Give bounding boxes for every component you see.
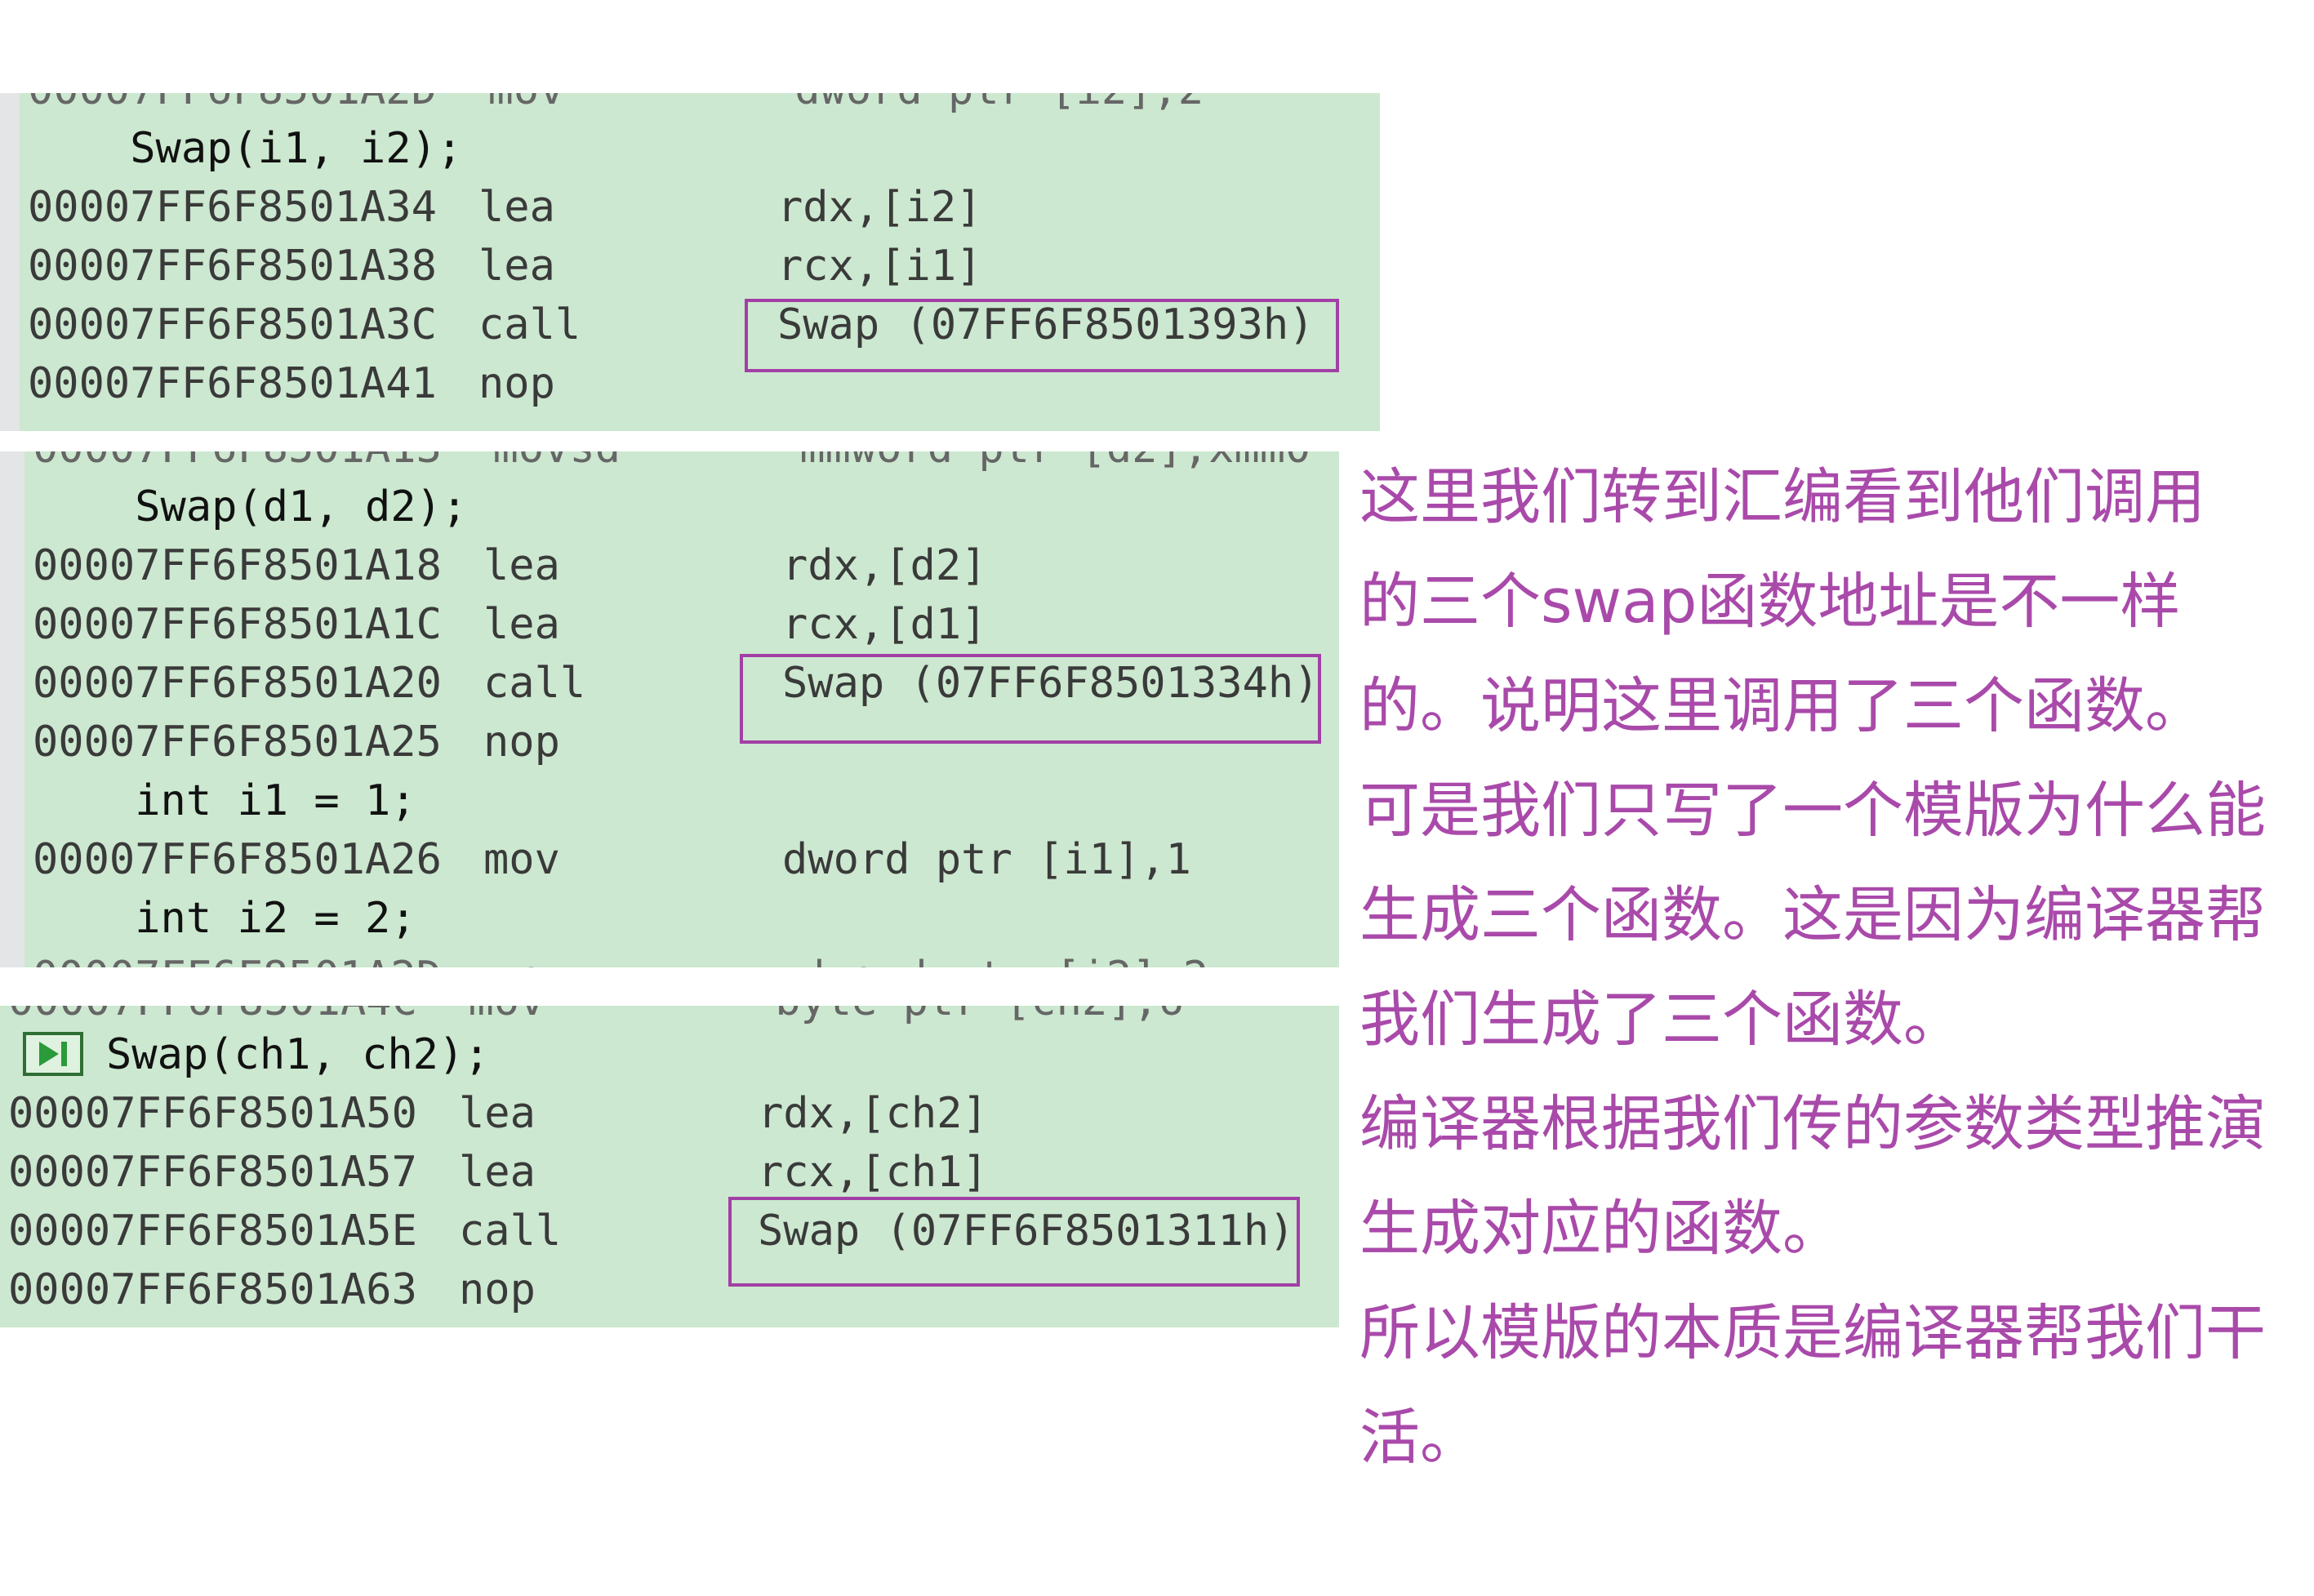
step-over-current-line-icon[interactable]: [23, 1032, 83, 1076]
address: 00007FF6F8501A38: [28, 242, 437, 291]
mnemonic: lea: [459, 1089, 536, 1138]
operand: rcx,[i1]: [777, 242, 982, 291]
mnemonic: nop: [483, 718, 560, 767]
disasm-row[interactable]: 00007FF6F8501A38 lea rcx,[i1]: [28, 237, 1334, 296]
mnemonic: call: [483, 659, 586, 708]
note-line: 编译器根据我们传的参数类型推演: [1359, 1089, 2266, 1159]
note-line: 这里我们转到汇编看到他们调用: [1359, 462, 2205, 532]
call-target-highlight-box: [740, 654, 1321, 744]
editor-gutter: [0, 451, 24, 967]
address: 00007FF6F8501A63: [8, 1265, 417, 1314]
operand: dword ptr [i1],1: [782, 835, 1191, 884]
source-line: Swap(ch1, ch2);: [106, 1030, 490, 1079]
partial-disasm-line: 00007FF6F8501A2D mov dword ptr [i2],2: [28, 93, 1204, 119]
note-line: 可是我们只写了一个模版为什么能: [1359, 776, 2266, 846]
explanation-note: 这里我们转到汇编看到他们调用 的三个swap函数地址是不一样 的。说明这里调用了…: [1359, 445, 2307, 1490]
mnemonic: lea: [483, 541, 560, 590]
disasm-row[interactable]: 00007FF6F8501A25 nop: [33, 713, 1323, 771]
partial-disasm-line: 00007FF6F8501A13 movsd mmword ptr [d2],x…: [33, 451, 1311, 478]
note-line: 生成三个函数。这是因为编译器帮: [1359, 880, 2266, 950]
address: 00007FF6F8501A50: [8, 1089, 417, 1138]
address: 00007FF6F8501A18: [33, 541, 442, 590]
address: 00007FF6F8501A25: [33, 718, 442, 767]
call-target: Swap (07FF6F8501393h): [777, 300, 1315, 349]
call-target: Swap (07FF6F8501311h): [758, 1207, 1295, 1256]
note-line: 所以模版的本质是编译器帮我们干: [1359, 1298, 2266, 1368]
note-line: 的。说明这里调用了三个函数。: [1359, 671, 2205, 741]
address: 00007FF6F8501A1C: [33, 600, 442, 649]
disasm-row[interactable]: 00007FF6F8501A34 lea rdx,[i2]: [28, 178, 1334, 237]
note-line: 活。: [1359, 1403, 1480, 1473]
mnemonic: nop: [478, 359, 555, 408]
partial-disasm-line: 00007FF6F8501A2D mov dword ptr [i2],2: [33, 948, 1208, 967]
mnemonic: mov: [483, 835, 560, 884]
mnemonic: call: [478, 300, 581, 349]
source-line: int i1 = 1;: [33, 776, 416, 825]
source-line: Swap(i1, i2);: [28, 124, 463, 173]
editor-gutter: [0, 93, 20, 431]
call-target-highlight-box: [745, 299, 1339, 372]
mnemonic: lea: [483, 600, 560, 649]
disasm-row[interactable]: 00007FF6F8501A57 lea rcx,[ch1]: [8, 1143, 1315, 1202]
address: 00007FF6F8501A5E: [8, 1207, 417, 1256]
operand: rcx,[ch1]: [758, 1148, 988, 1197]
address: 00007FF6F8501A3C: [28, 300, 437, 349]
operand: rdx,[ch2]: [758, 1089, 988, 1138]
disasm-row[interactable]: 00007FF6F8501A3C call Swap (07FF6F850139…: [28, 296, 1334, 354]
disasm-row[interactable]: 00007FF6F8501A41 nop: [28, 354, 1334, 413]
address: 00007FF6F8501A41: [28, 359, 437, 408]
source-line: Swap(d1, d2);: [33, 482, 468, 531]
disasm-row[interactable]: 00007FF6F8501A5E call Swap (07FF6F850131…: [8, 1202, 1315, 1260]
operand: rcx,[d1]: [782, 600, 987, 649]
disasm-row[interactable]: 00007FF6F8501A26 mov dword ptr [i1],1: [33, 830, 1323, 889]
disasm-row[interactable]: 00007FF6F8501A20 call Swap (07FF6F850133…: [33, 654, 1323, 713]
mnemonic: call: [459, 1207, 562, 1256]
disassembly-panel-double: 00007FF6F8501A13 movsd mmword ptr [d2],x…: [0, 451, 1339, 967]
disasm-row[interactable]: 00007FF6F8501A50 lea rdx,[ch2]: [8, 1084, 1315, 1143]
mnemonic: lea: [478, 183, 555, 232]
mnemonic: nop: [459, 1265, 536, 1314]
disassembly-panel-char: 00007FF6F8501A4C mov byte ptr [ch2],6 Sw…: [0, 1006, 1339, 1327]
source-line: int i2 = 2;: [33, 894, 416, 943]
partial-disasm-line: 00007FF6F8501A4C mov byte ptr [ch2],6: [8, 1006, 1184, 1030]
disasm-row[interactable]: 00007FF6F8501A18 lea rdx,[d2]: [33, 536, 1323, 595]
address: 00007FF6F8501A20: [33, 659, 442, 708]
mnemonic: lea: [478, 242, 555, 291]
address: 00007FF6F8501A26: [33, 835, 442, 884]
disasm-row[interactable]: 00007FF6F8501A1C lea rcx,[d1]: [33, 595, 1323, 654]
call-target: Swap (07FF6F8501334h): [782, 659, 1319, 708]
disasm-row[interactable]: 00007FF6F8501A63 nop: [8, 1260, 1315, 1319]
note-line: 的三个swap函数地址是不一样: [1359, 567, 2181, 637]
mnemonic: lea: [459, 1148, 536, 1197]
note-line: 我们生成了三个函数。: [1359, 985, 1964, 1055]
note-line: 生成对应的函数。: [1359, 1194, 1843, 1264]
operand: rdx,[i2]: [777, 183, 982, 232]
call-target-highlight-box: [728, 1197, 1300, 1287]
address: 00007FF6F8501A34: [28, 183, 437, 232]
disassembly-panel-int: 00007FF6F8501A2D mov dword ptr [i2],2 Sw…: [0, 93, 1380, 431]
address: 00007FF6F8501A57: [8, 1148, 417, 1197]
operand: rdx,[d2]: [782, 541, 987, 590]
